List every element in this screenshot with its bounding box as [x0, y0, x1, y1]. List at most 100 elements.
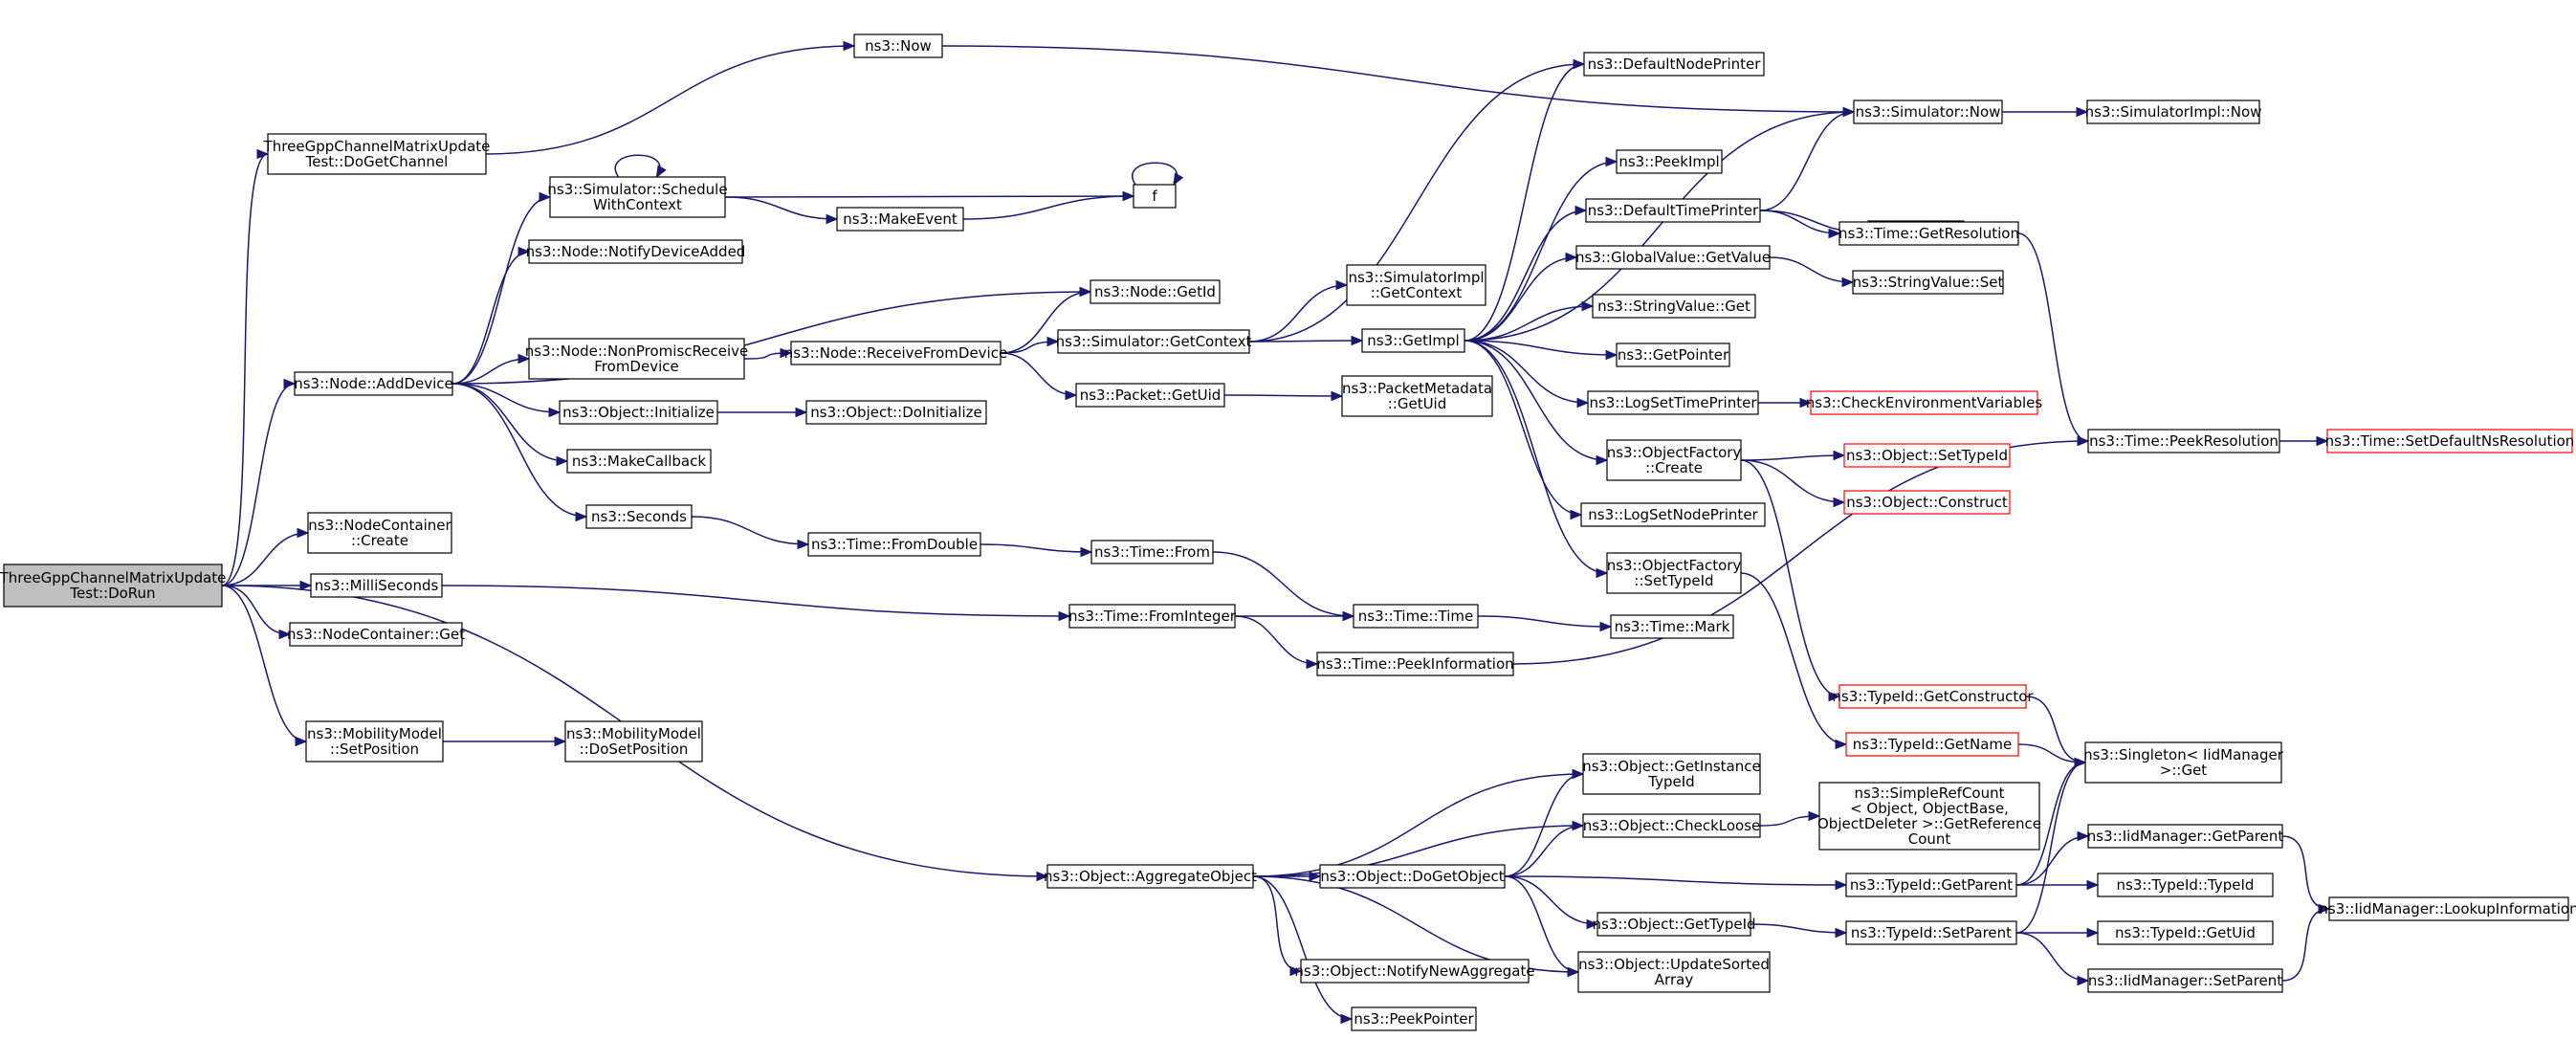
node-time-mark[interactable]: ns3::Time::Mark — [1610, 614, 1734, 639]
node-label: ns3::Node::NotifyDeviceAdded — [526, 243, 746, 260]
node-time-time[interactable]: ns3::Time::Time — [1353, 604, 1479, 629]
node-box — [1843, 443, 2011, 468]
node-typeid-setparent[interactable]: ns3::TypeId::SetParent — [1845, 920, 2017, 945]
node-simimpl-getcontext[interactable]: ns3::SimulatorImpl::GetContext — [1346, 264, 1486, 306]
node-object-doinitialize[interactable]: ns3::Object::DoInitialize — [805, 400, 987, 425]
arrowhead — [2086, 879, 2100, 891]
edge-getimpl-to-objectfactory-create — [1464, 340, 1609, 466]
arrowhead — [1599, 621, 1613, 632]
node-box — [1587, 390, 1759, 415]
node-checkenv[interactable]: ns3::CheckEnvironmentVariables — [1806, 390, 2043, 415]
node-peekpointer[interactable]: ns3::PeekPointer — [1351, 1006, 1477, 1031]
node-f[interactable]: f — [1133, 184, 1177, 209]
node-aggregateobject[interactable]: ns3::Object::AggregateObject — [1044, 864, 1257, 889]
node-addDevice[interactable]: ns3::Node::AddDevice — [294, 371, 453, 396]
node-objectfactory-create[interactable]: ns3::ObjectFactory::Create — [1606, 439, 1742, 481]
node-label: ::GetContext — [1371, 284, 1463, 301]
node-box — [1583, 52, 1765, 77]
node-iidmanager-lookup[interactable]: ns3::IidManager::LookupInformation — [2319, 896, 2576, 921]
node-sim-now[interactable]: ns3::Simulator::Now — [1853, 99, 2003, 124]
node-logsetnodeprinter[interactable]: ns3::LogSetNodePrinter — [1580, 502, 1766, 527]
arrowhead — [1835, 927, 1848, 939]
node-label: ns3::Object::GetTypeId — [1592, 916, 1755, 933]
node-typeid-getparent[interactable]: ns3::TypeId::GetParent — [1845, 873, 2017, 897]
edge-path — [1252, 773, 1584, 877]
node-label: ThreeGppChannelMatrixUpdate — [263, 138, 491, 155]
node-node-getid[interactable]: ns3::Node::GetId — [1090, 279, 1221, 304]
node-time-peekinformation[interactable]: ns3::Time::PeekInformation — [1316, 652, 1514, 676]
node-iidmanager-getparent[interactable]: ns3::IidManager::GetParent — [2087, 824, 2284, 849]
node-object-gettypeid[interactable]: ns3::Object::GetTypeId — [1592, 912, 1756, 937]
edge-dogetobject-to-object-gettypeid — [1504, 875, 1599, 930]
node-dogetobject[interactable]: ns3::Object::DoGetObject — [1319, 864, 1506, 889]
node-label: ns3::Time::From — [1094, 543, 1210, 561]
node-stringvalue-get[interactable]: ns3::StringValue::Get — [1592, 294, 1756, 319]
node-label: ns3::Object::NotifyNewAggregate — [1294, 962, 1534, 980]
node-box — [566, 449, 712, 474]
node-makecallback[interactable]: ns3::MakeCallback — [566, 449, 712, 474]
node-sim-getcontext[interactable]: ns3::Simulator::GetContext — [1056, 329, 1252, 354]
node-typeid-typeid[interactable]: ns3::TypeId::TypeId — [2097, 873, 2274, 897]
node-simplerefcount[interactable]: ns3::SimpleRefCount< Object, ObjectBase,… — [1817, 782, 2041, 851]
node-singleton-get[interactable]: ns3::Singleton< IidManager >::Get — [2083, 741, 2284, 784]
node-nodecontainer-get[interactable]: ns3::NodeContainer::Get — [287, 622, 465, 647]
node-makeevent[interactable]: ns3::MakeEvent — [836, 207, 964, 232]
node-time-peekresolution[interactable]: ns3::Time::PeekResolution — [2087, 429, 2280, 453]
node-logsettimeprinter[interactable]: ns3::LogSetTimePrinter — [1587, 390, 1759, 415]
node-typeid-getconstructor[interactable]: ns3::TypeId::GetConstructor — [1832, 684, 2034, 709]
node-receivefromdevice[interactable]: ns3::Node::ReceiveFromDevice — [784, 341, 1007, 365]
node-mobility-setposition[interactable]: ns3::MobilityModel::SetPosition — [305, 720, 444, 763]
node-mobility-dosetposition[interactable]: ns3::MobilityModel::DoSetPosition — [564, 720, 703, 763]
node-box — [1616, 343, 1730, 367]
arrowhead — [1833, 450, 1846, 461]
node-getimpl[interactable]: ns3::GetImpl — [1361, 328, 1465, 353]
edge-receivefromdevice-to-node-getid — [1000, 286, 1092, 354]
edge-defaulttimeprinter-to-time-getresolution — [1759, 210, 1841, 239]
arrowhead — [1570, 509, 1583, 520]
node-notifydeviceadded[interactable]: ns3::Node::NotifyDeviceAdded — [526, 239, 746, 264]
node-label: ns3::Time::FromInteger — [1068, 608, 1237, 625]
node-time-setdefault[interactable]: ns3::Time::SetDefaultNsResolution — [2325, 429, 2575, 453]
node-dogetchannel[interactable]: ThreeGppChannelMatrixUpdateTest::DoGetCh… — [263, 133, 491, 175]
node-object-initialize[interactable]: ns3::Object::Initialize — [559, 400, 718, 425]
node-time-fromdouble[interactable]: ns3::Time::FromDouble — [807, 532, 981, 557]
node-time-from[interactable]: ns3::Time::From — [1090, 540, 1214, 564]
edge-packet-getuid-to-packetmetadata-getuid — [1223, 390, 1344, 402]
node-typeid-getname[interactable]: ns3::TypeId::GetName — [1845, 732, 2019, 757]
node-seconds[interactable]: ns3::Seconds — [585, 504, 693, 529]
node-getpointer[interactable]: ns3::GetPointer — [1616, 343, 1730, 367]
node-time-frominteger[interactable]: ns3::Time::FromInteger — [1068, 604, 1237, 629]
node-objectfactory-settypeid[interactable]: ns3::ObjectFactory::SetTypeId — [1606, 552, 1742, 594]
arrowhead — [278, 629, 292, 640]
node-typeid-getuid[interactable]: ns3::TypeId::GetUid — [2097, 920, 2274, 945]
node-time-getresolution[interactable]: ns3::Time::GetResolution — [1838, 221, 2019, 246]
arrowhead — [2086, 927, 2100, 939]
node-notifynewaggregate[interactable]: ns3::Object::NotifyNewAggregate — [1294, 959, 1535, 984]
node-label: ns3::Object::AggregateObject — [1044, 868, 1257, 885]
edge-time-time-to-time-mark — [1477, 615, 1613, 632]
node-milliseconds[interactable]: ns3::MilliSeconds — [310, 573, 443, 598]
node-nodecontainer-create[interactable]: ns3::NodeContainer::Create — [307, 512, 452, 554]
node-peekimpl[interactable]: ns3::PeekImpl — [1616, 149, 1723, 174]
edge-path — [1252, 875, 1579, 973]
node-defaulttimeprinter[interactable]: ns3::DefaultTimePrinter — [1585, 198, 1761, 223]
node-now[interactable]: ns3::Now — [853, 33, 943, 58]
arrowhead — [1581, 300, 1595, 312]
node-packetmetadata-getuid[interactable]: ns3::PacketMetadata::GetUid — [1341, 375, 1493, 417]
node-box — [2326, 429, 2573, 453]
node-object-settypeid[interactable]: ns3::Object::SetTypeId — [1843, 443, 2011, 468]
node-stringvalue-set[interactable]: ns3::StringValue::Set — [1852, 270, 2004, 295]
node-globalvalue-getvalue[interactable]: ns3::GlobalValue::GetValue — [1575, 245, 1771, 270]
node-simimpl-now[interactable]: ns3::SimulatorImpl::Now — [2085, 99, 2262, 124]
node-object-construct[interactable]: ns3::Object::Construct — [1843, 490, 2011, 515]
node-packet-getuid[interactable]: ns3::Packet::GetUid — [1075, 383, 1225, 408]
node-iidmanager-setparent[interactable]: ns3::IidManager::SetParent — [2087, 968, 2283, 993]
edge-path — [221, 585, 291, 635]
node-defaultnodeprinter[interactable]: ns3::DefaultNodePrinter — [1583, 52, 1765, 77]
node-object-checkloose[interactable]: ns3::Object::CheckLoose — [1582, 813, 1761, 838]
